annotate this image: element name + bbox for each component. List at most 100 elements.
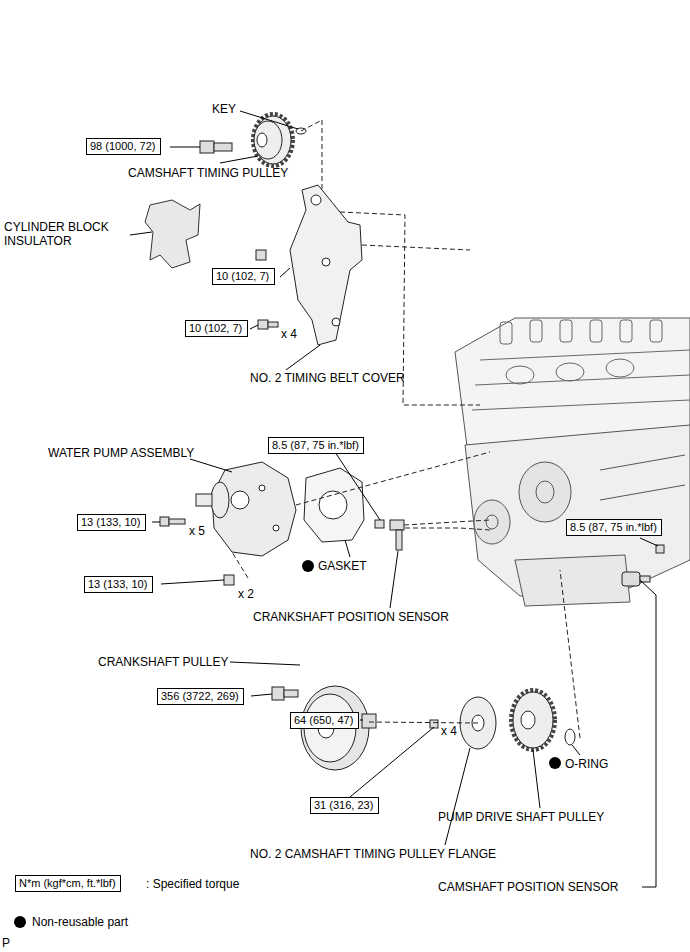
camshaft-timing-pulley	[253, 114, 293, 166]
engine-assembly	[650, 320, 662, 342]
engine-assembly	[606, 359, 634, 377]
legend-text: : Specified torque	[146, 877, 239, 891]
torque-value: 356 (3722, 269)	[161, 690, 239, 702]
cover-bolts	[256, 250, 278, 329]
engine-assembly	[590, 320, 602, 342]
part-name: CRANKSHAFT PULLEY	[98, 655, 228, 669]
water-pump	[211, 482, 229, 518]
camshaft-timing-pulley	[254, 121, 282, 159]
engine-assembly	[500, 322, 512, 344]
leader-lines	[345, 540, 350, 557]
torque-value: 8.5 (87, 75 in.*lbf)	[570, 521, 657, 533]
crankshaft-position-sensor	[375, 520, 404, 550]
torque-spec: 356 (3722, 269)	[157, 688, 244, 705]
leader-lines	[251, 694, 272, 696]
cover-bolts	[256, 250, 266, 260]
pulley-bolt	[430, 720, 438, 728]
figure-code: P	[2, 936, 10, 950]
engine-assembly	[515, 555, 630, 606]
crankshaft-position-sensor	[396, 530, 402, 550]
crankshaft-position-sensor	[390, 520, 404, 530]
pulley-bolt	[200, 141, 232, 153]
leader-lines	[280, 268, 290, 277]
alignment-lines	[369, 722, 478, 723]
alignment-lines	[296, 452, 490, 505]
part-name: NO. 2 CAMSHAFT TIMING PULLEY FLANGE	[250, 847, 496, 861]
alignment-lines	[322, 120, 323, 190]
leader-lines	[390, 551, 398, 608]
cover-bolts	[258, 320, 268, 329]
engine-assembly	[600, 485, 685, 500]
leader-lines	[350, 727, 434, 797]
leader-lines	[170, 147, 200, 148]
torque-value: 98 (1000, 72)	[90, 140, 155, 152]
water-pump	[196, 462, 296, 556]
torque-spec: 8.5 (87, 75 in.*lbf)	[566, 519, 662, 536]
leader-lines	[240, 111, 298, 129]
leader-lines	[130, 232, 152, 235]
leader-lines	[152, 522, 160, 523]
timing-belt-cover	[332, 318, 340, 326]
water-pump	[231, 491, 249, 509]
engine-assembly	[560, 320, 572, 342]
leader-lines	[533, 750, 540, 808]
alignment-lines	[232, 552, 248, 578]
leader-lines	[640, 580, 656, 887]
part-name: CAMSHAFT TIMING PULLEY	[128, 166, 288, 180]
engine-assembly	[474, 500, 510, 544]
cover-bolts	[268, 322, 278, 327]
timing-belt-cover	[322, 258, 330, 266]
camshaft-position-sensor	[622, 545, 664, 586]
pump-drive-shaft-pulley	[511, 690, 555, 750]
torque-spec: 31 (316, 23)	[310, 797, 379, 814]
leader-lines	[360, 720, 363, 721]
engine-assembly	[530, 320, 542, 342]
leader-lines	[190, 459, 232, 472]
alignment-lines	[362, 245, 470, 250]
engine-assembly	[472, 320, 690, 410]
gasket-pump-opening	[319, 491, 347, 519]
leader-lines	[250, 325, 258, 329]
torque-spec: 13 (133, 10)	[77, 514, 146, 531]
leader-lines	[572, 745, 580, 755]
part-name: CYLINDER BLOCK INSULATOR	[4, 220, 129, 248]
torque-value: 13 (133, 10)	[88, 578, 147, 590]
alignment-lines	[301, 120, 322, 131]
pulley-bolt	[214, 143, 232, 151]
gasket	[304, 468, 364, 542]
timing-belt-cover	[311, 195, 321, 205]
alignment-lines	[404, 520, 490, 525]
quantity: x 4	[281, 327, 297, 341]
leader-lines	[640, 538, 658, 546]
engine-assembly	[600, 455, 685, 470]
torque-spec: 13 (133, 10)	[84, 576, 153, 593]
cylinder-block-insulator	[145, 200, 200, 268]
pump-drive-shaft-pulley	[513, 692, 553, 748]
camshaft-timing-pulley	[253, 114, 293, 166]
torque-value: 64 (650, 47)	[294, 714, 353, 726]
pulley-bolt	[362, 714, 376, 728]
water-pump	[212, 462, 296, 556]
torque-spec: 98 (1000, 72)	[86, 138, 161, 155]
part-name: KEY	[212, 102, 236, 116]
alignment-lines	[560, 570, 580, 738]
water-pump	[273, 525, 279, 531]
part-name: WATER PUMP ASSEMBLY	[48, 446, 194, 460]
part-name: PUMP DRIVE SHAFT PULLEY	[438, 810, 604, 824]
leader-lines	[445, 748, 470, 845]
water-pump	[259, 485, 265, 491]
torque-value: 31 (316, 23)	[314, 799, 373, 811]
engine-assembly	[455, 318, 690, 606]
camshaft-position-sensor	[656, 545, 664, 553]
camshaft-timing-pulley	[257, 133, 267, 147]
part-name: CRANKSHAFT POSITION SENSOR	[253, 610, 449, 624]
torque-spec: 10 (102, 7)	[185, 320, 248, 337]
water-pump	[196, 494, 212, 506]
part-name: GASKET	[318, 559, 367, 573]
torque-spec: 8.5 (87, 75 in.*lbf)	[268, 437, 364, 454]
quantity: x 2	[238, 587, 254, 601]
torque-value: 13 (133, 10)	[81, 516, 140, 528]
part-name: NO. 2 TIMING BELT COVER	[250, 371, 405, 385]
timing-belt-cover	[290, 185, 362, 345]
leader-lines	[130, 111, 658, 887]
